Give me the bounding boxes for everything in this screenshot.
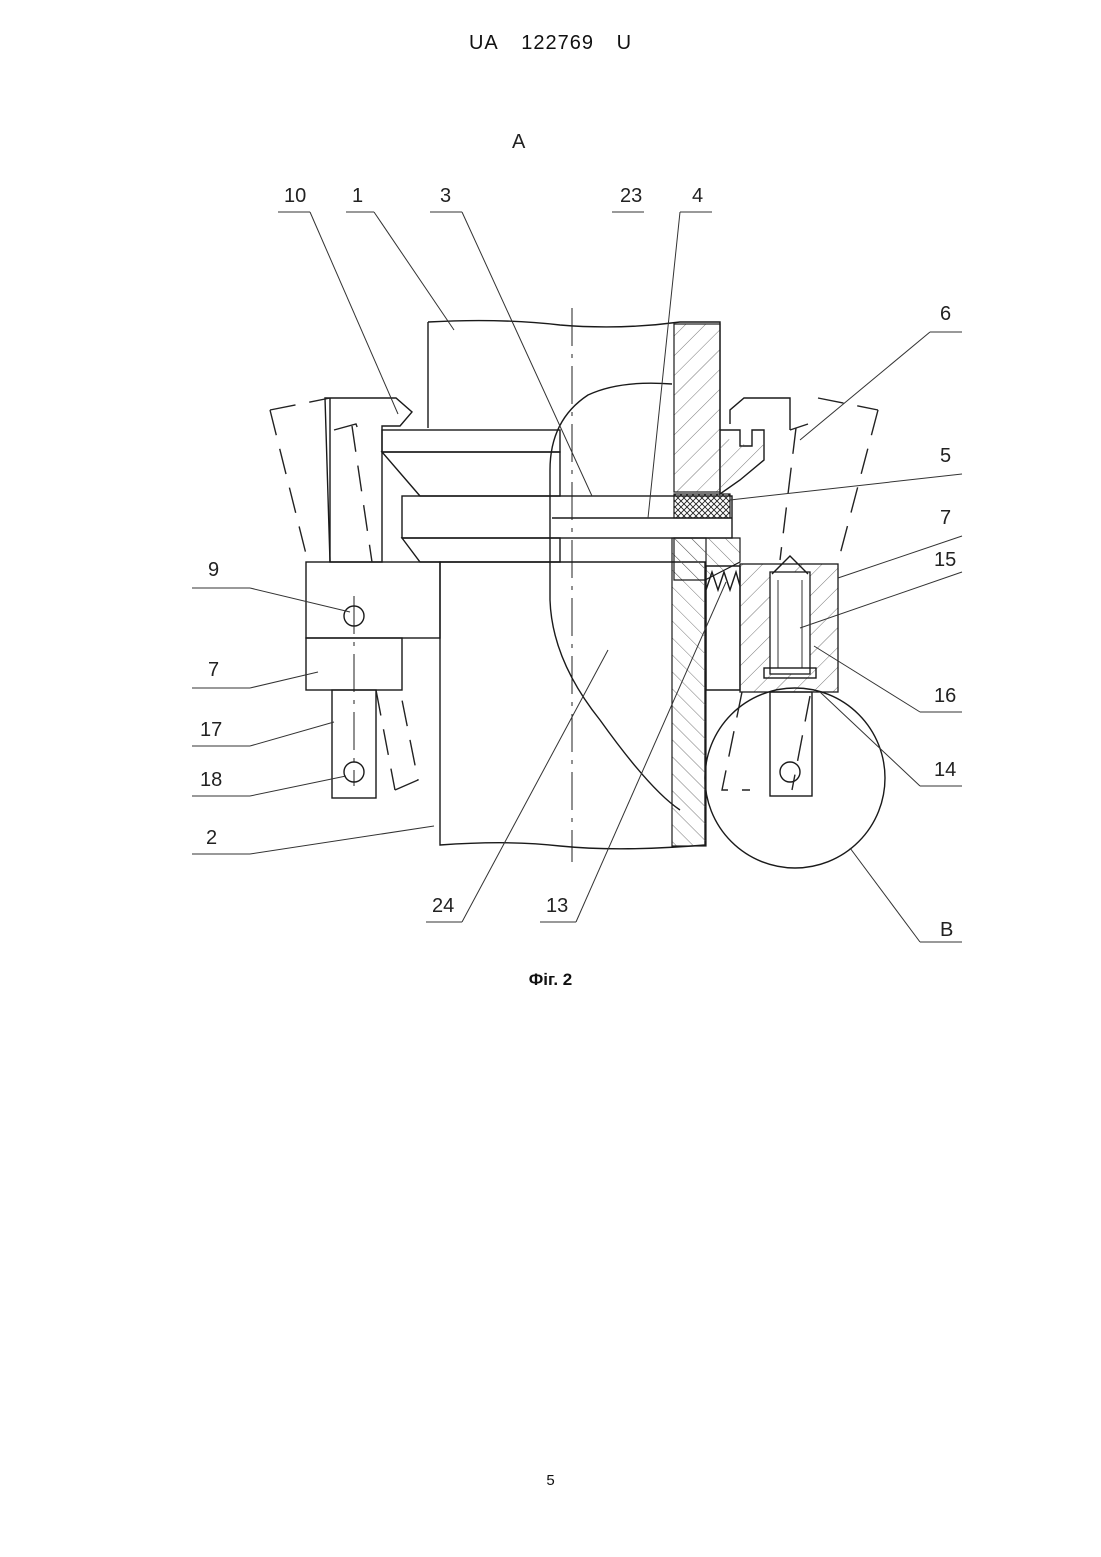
callout-13: 13 bbox=[546, 895, 568, 917]
right-collar-hatch bbox=[720, 430, 764, 494]
callout-15: 15 bbox=[934, 549, 956, 571]
callout-5: 5 bbox=[940, 445, 951, 467]
leaders bbox=[192, 212, 962, 942]
page-number: 5 bbox=[0, 1472, 1101, 1489]
right-clamp-hook bbox=[730, 398, 790, 430]
callout-14: 14 bbox=[934, 759, 956, 781]
upper-flange bbox=[382, 430, 560, 452]
callout-10: 10 bbox=[284, 185, 306, 207]
callout-1: 1 bbox=[352, 185, 363, 207]
callout-2: 2 bbox=[206, 827, 217, 849]
left-open-position bbox=[270, 398, 418, 790]
bolt-body bbox=[770, 572, 810, 674]
seal-insert bbox=[674, 494, 730, 518]
upper-pipe-wall bbox=[674, 324, 720, 492]
callout-18: 18 bbox=[200, 769, 222, 791]
flange-cone bbox=[382, 452, 560, 496]
callout-6: 6 bbox=[940, 303, 951, 325]
callout-7-left: 7 bbox=[208, 659, 219, 681]
lower-pipe-cone bbox=[674, 538, 740, 580]
callout-16: 16 bbox=[934, 685, 956, 707]
left-clamp bbox=[325, 398, 412, 562]
callout-7-right: 7 bbox=[940, 507, 951, 529]
callout-4: 4 bbox=[692, 185, 703, 207]
right-lever bbox=[770, 692, 812, 796]
view-label-a: A bbox=[512, 131, 526, 153]
flange-cone-lower bbox=[402, 538, 560, 562]
serrated-insert bbox=[706, 566, 740, 690]
callout-3: 3 bbox=[440, 185, 451, 207]
right-lever-pin bbox=[780, 762, 800, 782]
left-block-upper bbox=[306, 562, 440, 638]
callout-17: 17 bbox=[200, 719, 222, 741]
callout-9: 9 bbox=[208, 559, 219, 581]
callout-24: 24 bbox=[432, 895, 454, 917]
callout-b: B bbox=[940, 919, 953, 941]
left-inner-dash bbox=[334, 424, 362, 440]
figure-caption: Фіг. 2 bbox=[0, 970, 1101, 990]
callout-23: 23 bbox=[620, 185, 642, 207]
